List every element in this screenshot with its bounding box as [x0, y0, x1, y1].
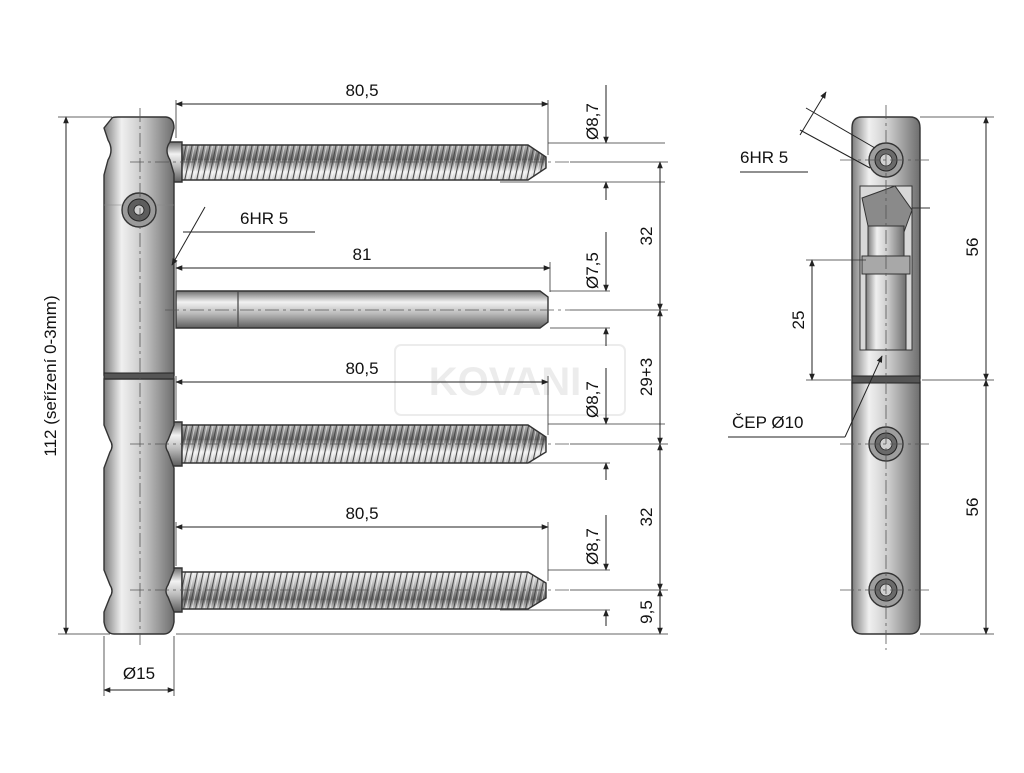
hinge-body-upper [103, 116, 175, 376]
dim-screw-mid-length: 80,5 [175, 359, 549, 435]
label-pin-length: 81 [353, 245, 372, 264]
dim-pin-length: 81 [175, 245, 551, 292]
dim-screw-top-length: 80,5 [175, 81, 549, 155]
label-screw-top-diameter: Ø8,7 [583, 103, 602, 140]
front-view: 80,5 Ø8,7 6HR 5 81 Ø7 [41, 81, 668, 696]
pin [175, 290, 549, 329]
label-spacing-middle: 29+3 [637, 358, 656, 396]
side-view: 6HR 5 56 56 25 ČEP Ø10 [728, 91, 994, 650]
label-pin-diameter: Ø7,5 [583, 252, 602, 289]
dim-screw-mid-diameter: Ø8,7 [500, 368, 665, 480]
dim-side-lower-height: 56 [963, 379, 989, 635]
label-screw-bottom-diameter: Ø8,7 [583, 528, 602, 565]
dim-screw-bottom-diameter: Ø8,7 [500, 515, 610, 626]
label-pin: ČEP Ø10 [732, 413, 804, 432]
label-hex-key-front: 6HR 5 [240, 209, 288, 228]
label-spacing-top: 32 [637, 227, 656, 246]
label-side-insert-height: 25 [789, 311, 808, 330]
dim-screw-top-diameter: Ø8,7 [500, 85, 665, 200]
dim-body-diameter: Ø15 [103, 636, 175, 696]
label-screw-mid-length: 80,5 [345, 359, 378, 378]
dim-total-height: 112 (seřízení 0-3mm) [41, 116, 112, 635]
label-screw-mid-diameter: Ø8,7 [583, 381, 602, 418]
hinge-body-lower [103, 372, 175, 635]
label-hex-key-side: 6HR 5 [740, 148, 788, 167]
screw-bottom [159, 567, 547, 613]
label-screw-top-length: 80,5 [345, 81, 378, 100]
side-body [851, 116, 930, 635]
dim-hex-key-front: 6HR 5 [171, 206, 315, 266]
label-side-lower-height: 56 [963, 498, 982, 517]
dim-side-insert-height: 25 [789, 259, 866, 381]
label-side-upper-height: 56 [963, 238, 982, 257]
dim-pin-diameter: Ø7,5 [550, 232, 610, 346]
dim-screw-bottom-length: 80,5 [175, 504, 549, 581]
dim-pin-label: ČEP Ø10 [728, 355, 883, 438]
dim-hex-key-side: 6HR 5 [740, 91, 876, 173]
label-total-height: 112 (seřízení 0-3mm) [41, 295, 60, 456]
label-body-diameter: Ø15 [123, 664, 155, 683]
dim-vertical-chain: 32 29+3 32 9,5 [176, 161, 668, 635]
label-bottom-offset: 9,5 [637, 600, 656, 624]
label-screw-bottom-length: 80,5 [345, 504, 378, 523]
label-spacing-lower: 32 [637, 508, 656, 527]
dim-side-upper-height: 56 [920, 116, 994, 635]
